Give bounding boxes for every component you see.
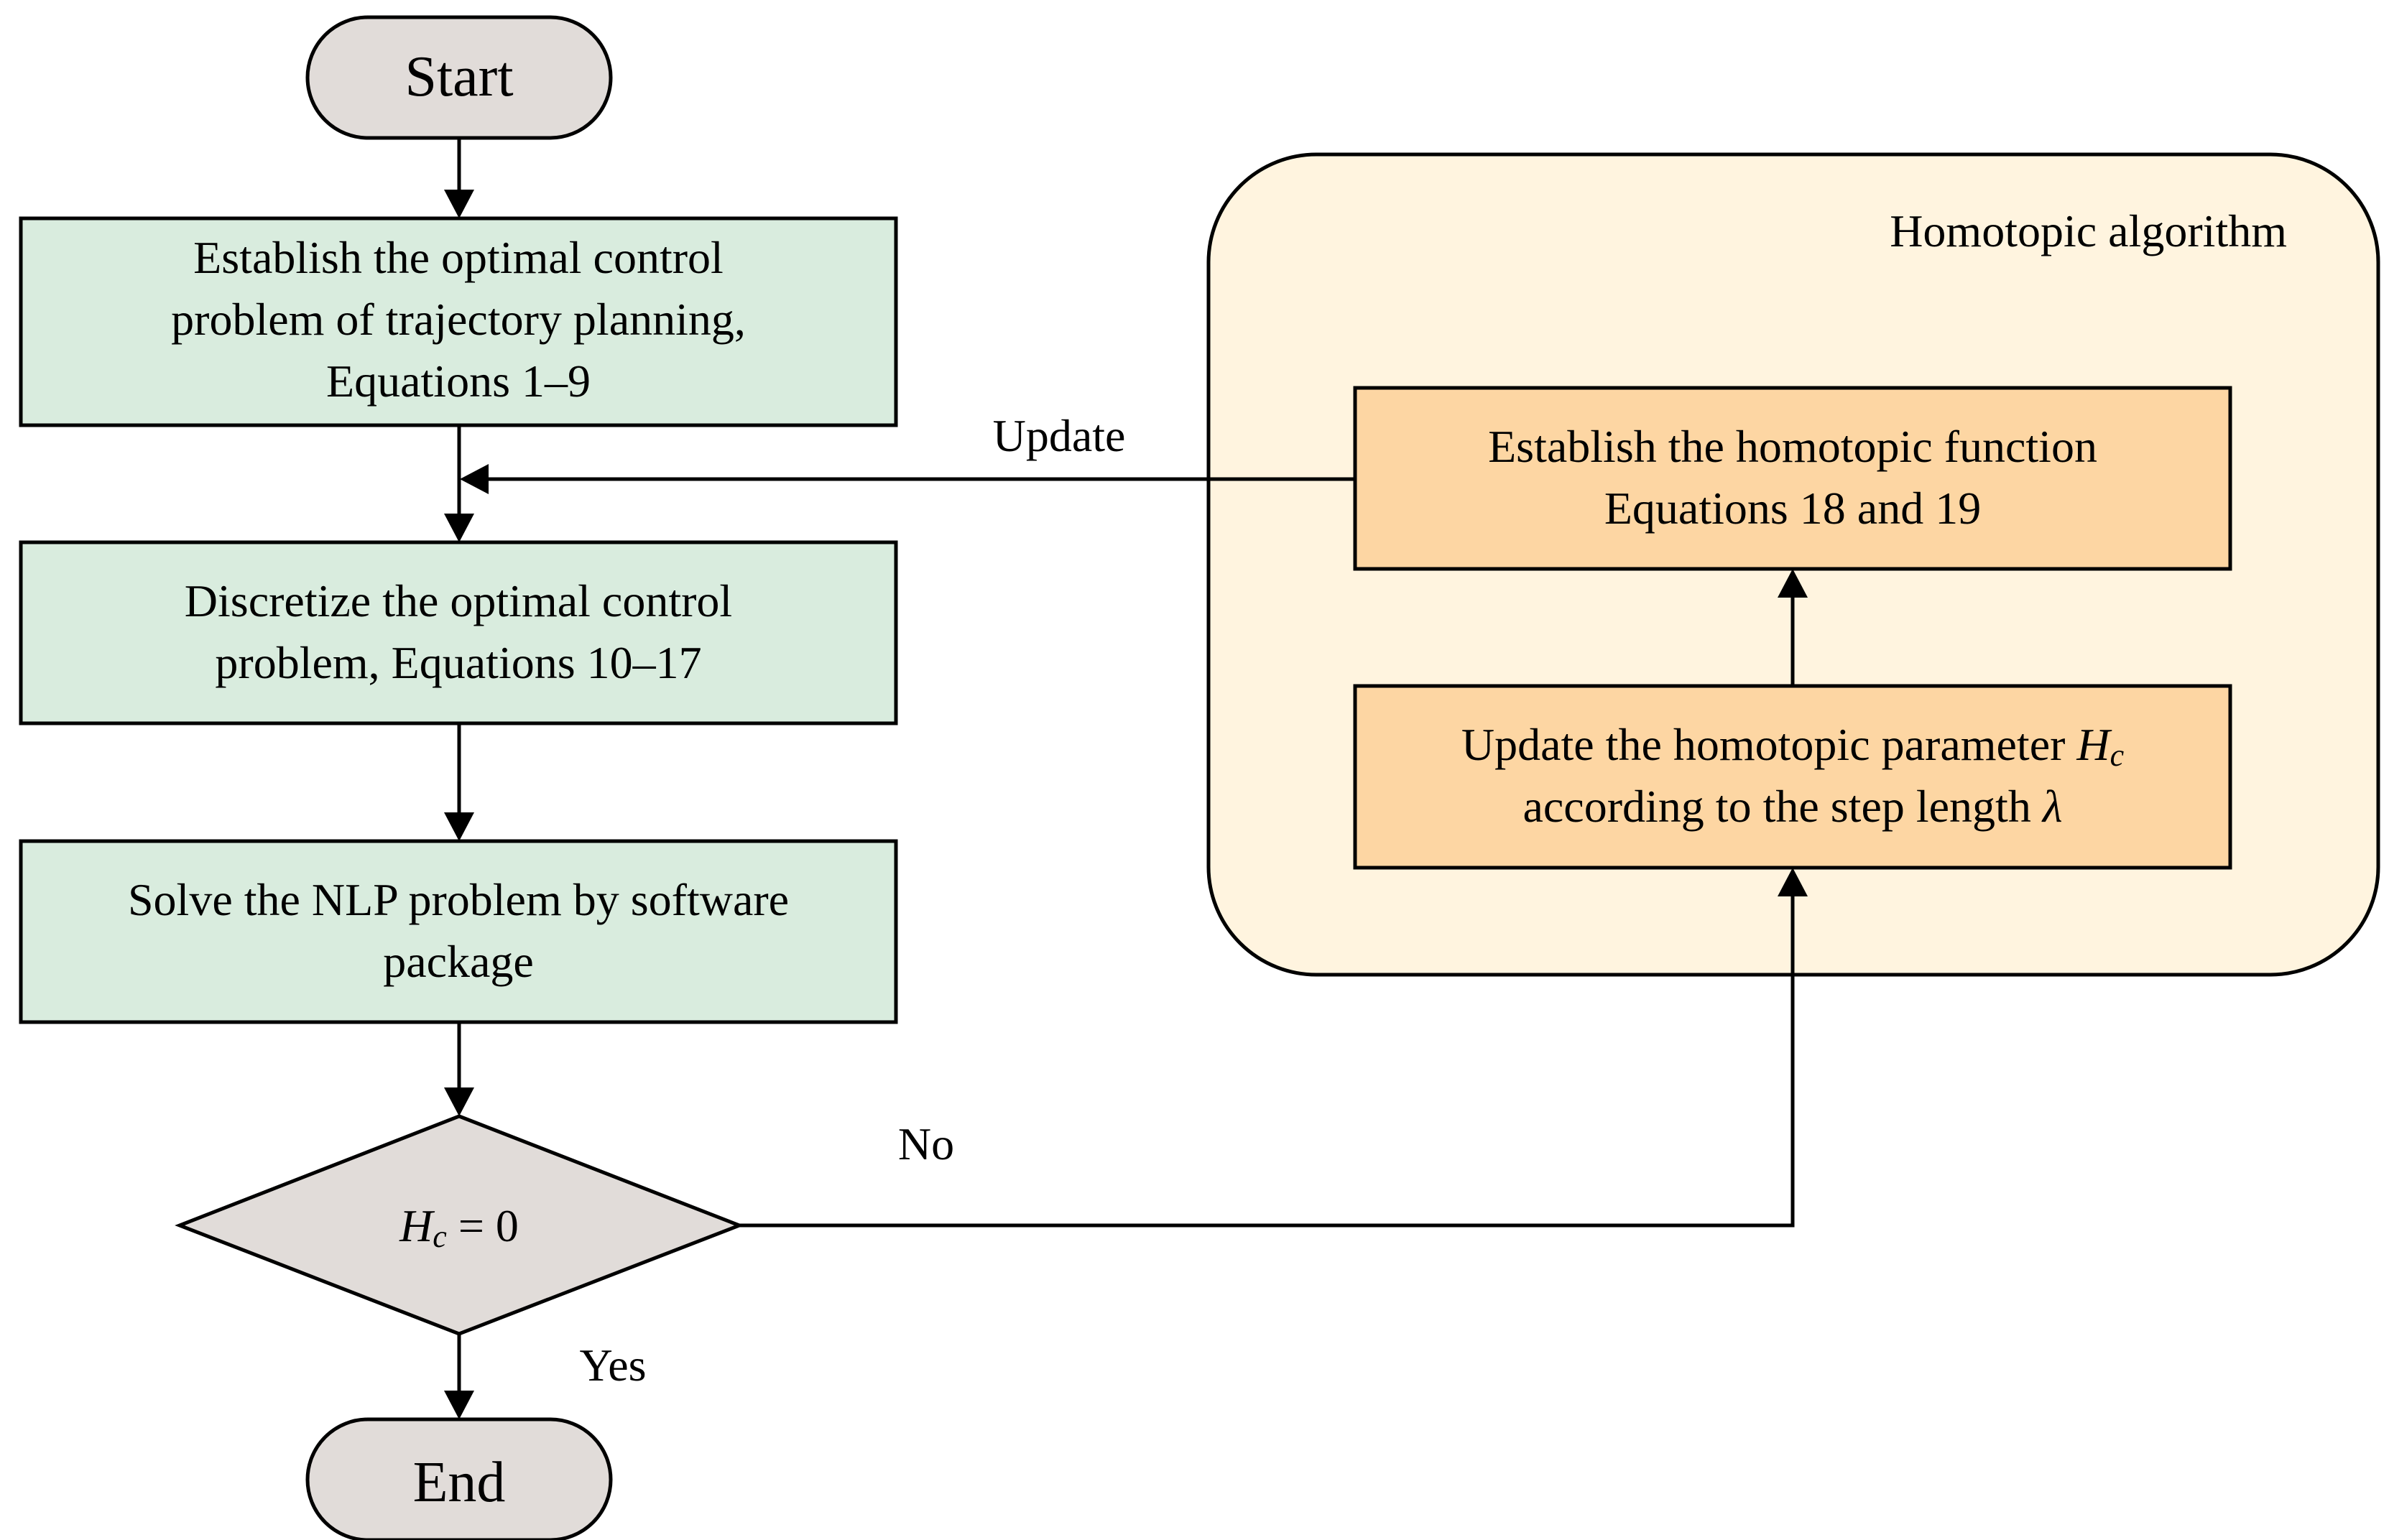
decision-rest: = 0 — [447, 1200, 519, 1251]
solve-nlp-line2: package — [383, 936, 534, 987]
decision-var: H — [399, 1200, 435, 1251]
discretize-box — [19, 540, 898, 725]
homotopic-panel-title: Homotopic algorithm — [1890, 205, 2287, 256]
establish-ocp-line2: problem of trajectory planning, — [171, 294, 746, 345]
step-length-var: λ — [2041, 781, 2063, 832]
arrowheads — [444, 190, 1808, 1419]
solve-nlp-box — [19, 839, 898, 1024]
arrowhead-establish — [444, 190, 474, 218]
edge-label-no: No — [898, 1118, 954, 1169]
edge-label-yes: Yes — [579, 1340, 646, 1391]
arrowhead-solve — [444, 812, 474, 841]
start-label: Start — [405, 45, 513, 108]
update-parameter-text: Update the homotopic parameter — [1461, 719, 2077, 770]
establish-ocp-line1: Establish the optimal control — [193, 232, 724, 283]
end-label: End — [413, 1451, 506, 1514]
edge-label-update: Update — [993, 410, 1126, 461]
homotopic-function-box — [1353, 386, 2232, 571]
arrowhead-end — [444, 1391, 474, 1419]
solve-nlp-line1: Solve the NLP problem by software — [128, 874, 789, 925]
discretize-line1: Discretize the optimal control — [185, 575, 732, 626]
arrowhead-param — [1778, 868, 1808, 896]
update-parameter-var: H — [2076, 719, 2112, 770]
homotopic-function-line1: Establish the homotopic function — [1488, 421, 2097, 472]
arrowhead-update-feedback — [460, 464, 489, 494]
decision-sub: c — [433, 1219, 447, 1254]
connectors — [457, 138, 1795, 1394]
decision-label: Hc = 0 — [399, 1200, 519, 1254]
arrowhead-decision — [444, 1087, 474, 1116]
connector-no-branch — [739, 894, 1795, 1228]
homotopic-function-line2: Equations 18 and 19 — [1604, 483, 1981, 534]
update-parameter-line1: Update the homotopic parameter Hc — [1461, 719, 2125, 773]
establish-ocp-line3: Equations 1–9 — [326, 356, 591, 407]
arrowhead-function — [1778, 569, 1808, 598]
step-length-text: according to the step length — [1522, 781, 2042, 832]
update-parameter-sub: c — [2110, 738, 2125, 773]
arrowhead-discretize — [444, 514, 474, 542]
update-parameter-box — [1353, 684, 2232, 870]
update-parameter-line2: according to the step length λ — [1522, 781, 2062, 832]
discretize-line2: problem, Equations 10–17 — [215, 637, 701, 688]
